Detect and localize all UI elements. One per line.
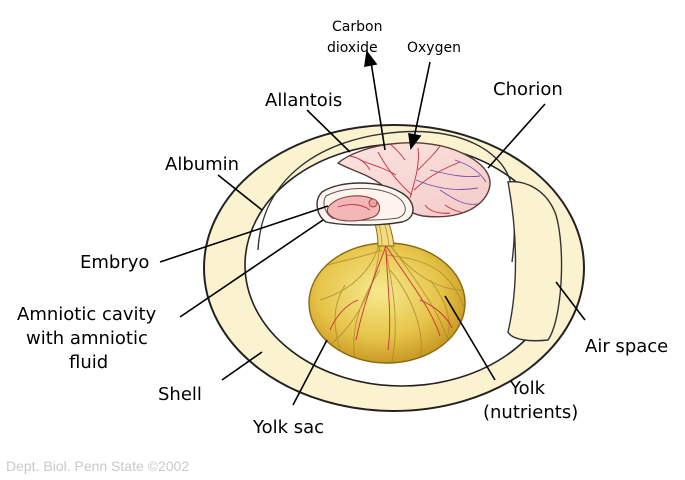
label-oxygen: Oxygen [407,40,461,56]
label-shell: Shell [158,384,202,405]
label-albumin: Albumin [165,154,239,175]
label-carbon-dioxide-line1: Carbon [332,19,382,35]
yolk-sac [308,242,466,364]
air-space [507,181,563,342]
label-yolk-sac: Yolk sac [252,417,324,438]
label-amniotic-cavity-line1: Amniotic cavity [17,304,157,325]
label-yolk-line1: Yolk [509,378,546,399]
label-carbon-dioxide-line2: dioxide [327,40,378,56]
label-amniotic-cavity-line3: fluid [69,352,108,373]
gas-exchange-arrows [364,49,431,151]
credit-text: Dept. Biol. Penn State ©2002 [6,458,189,474]
label-amniotic-cavity-line2: with amniotic [26,328,148,349]
label-embryo: Embryo [80,252,149,273]
embryo [326,195,381,222]
leader-lines [159,103,586,406]
label-air-space: Air space [585,336,668,357]
label-allantois: Allantois [265,90,342,111]
label-yolk-line2: (nutrients) [483,402,578,423]
label-chorion: Chorion [493,79,563,100]
